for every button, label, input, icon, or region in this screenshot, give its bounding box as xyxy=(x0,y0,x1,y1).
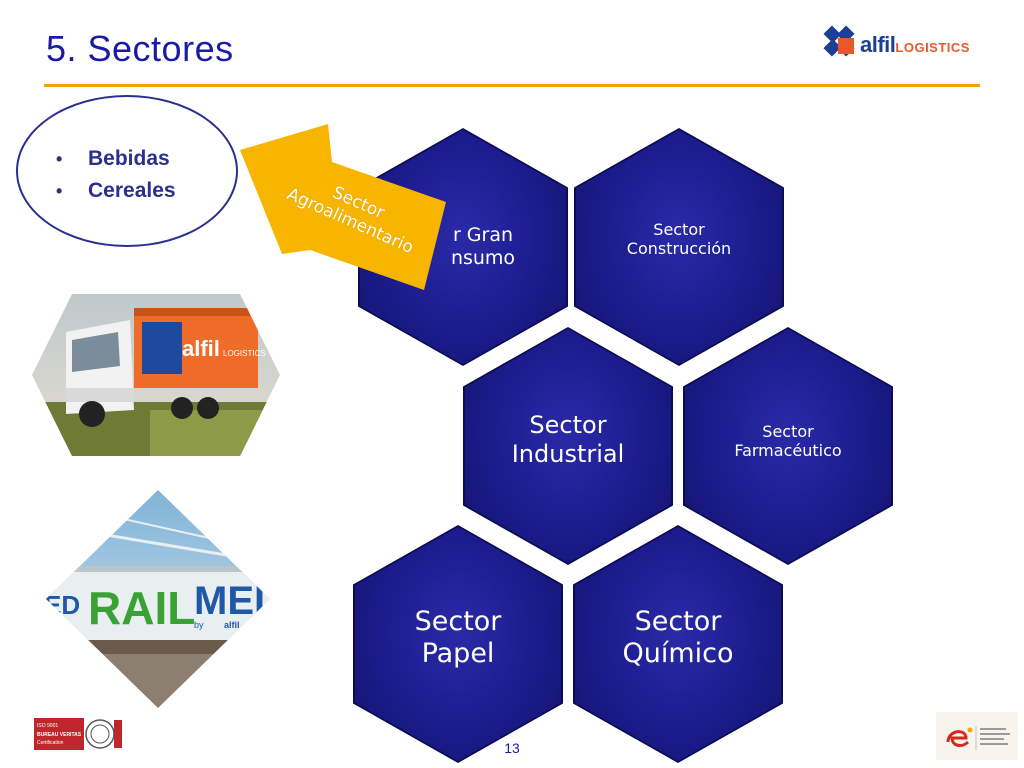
logo-suffix: LOGISTICS xyxy=(895,40,970,55)
hex-label: Sector Papel xyxy=(414,605,502,669)
cert-line: BUREAU VERITAS xyxy=(37,732,82,738)
train-brand-med: MED xyxy=(194,579,272,623)
hex-sector-industrial: Sector Industrial xyxy=(465,329,671,563)
logo-wordmark: alfilLOGISTICS xyxy=(860,32,970,58)
bureau-veritas-logo: ISO 9001 BUREAU VERITAS Certification xyxy=(34,718,122,750)
hex-label: Sector Químico xyxy=(622,605,734,669)
hex-sector-construccion: Sector Construcción xyxy=(576,130,782,364)
excellence-badge xyxy=(936,712,1018,760)
logo-brand: alfil xyxy=(860,32,896,57)
hex-label: Sector Construcción xyxy=(626,219,732,258)
list-item: Bebidas xyxy=(56,143,176,175)
hex-sector-quimico: Sector Químico xyxy=(575,527,781,761)
truck-brand-text: alfil xyxy=(182,336,220,361)
railmed-train-photo: ED RAIL MED by alfil xyxy=(44,490,272,708)
cert-line: Certification xyxy=(37,740,64,746)
excellence-badge-icon xyxy=(936,712,1018,760)
hex-label: r Gran nsumo xyxy=(450,224,516,269)
subsector-list: Bebidas Cereales xyxy=(56,143,176,207)
alfil-logo-icon xyxy=(823,25,855,57)
agro-arrow-shape xyxy=(240,124,446,290)
train-brand-left: ED xyxy=(44,590,80,620)
list-item: Cereales xyxy=(56,175,176,207)
page-number: 13 xyxy=(504,740,520,756)
truck-brand-suffix: LOGISTICS xyxy=(223,349,266,358)
train-brand-by: by xyxy=(194,620,204,630)
train-brand-alfil: alfil xyxy=(224,620,240,630)
title-divider xyxy=(44,84,980,87)
subsector-oval: Bebidas Cereales xyxy=(16,95,238,247)
hex-label: Sector Industrial xyxy=(511,411,625,468)
hex-sector-farmaceutico: Sector Farmacéutico xyxy=(685,329,891,563)
cert-line: ISO 9001 xyxy=(37,723,58,729)
truck-photo: alfil LOGISTICS xyxy=(32,294,280,456)
slide-title: 5. Sectores xyxy=(46,28,234,69)
alfil-logistics-logo: alfilLOGISTICS xyxy=(816,18,986,66)
hex-sector-papel: Sector Papel xyxy=(355,527,561,761)
bureau-veritas-certification: ISO 9001 BUREAU VERITAS Certification xyxy=(34,718,122,750)
hex-label: Sector Farmacéutico xyxy=(734,421,842,460)
train-brand-rail: RAIL xyxy=(88,582,195,634)
